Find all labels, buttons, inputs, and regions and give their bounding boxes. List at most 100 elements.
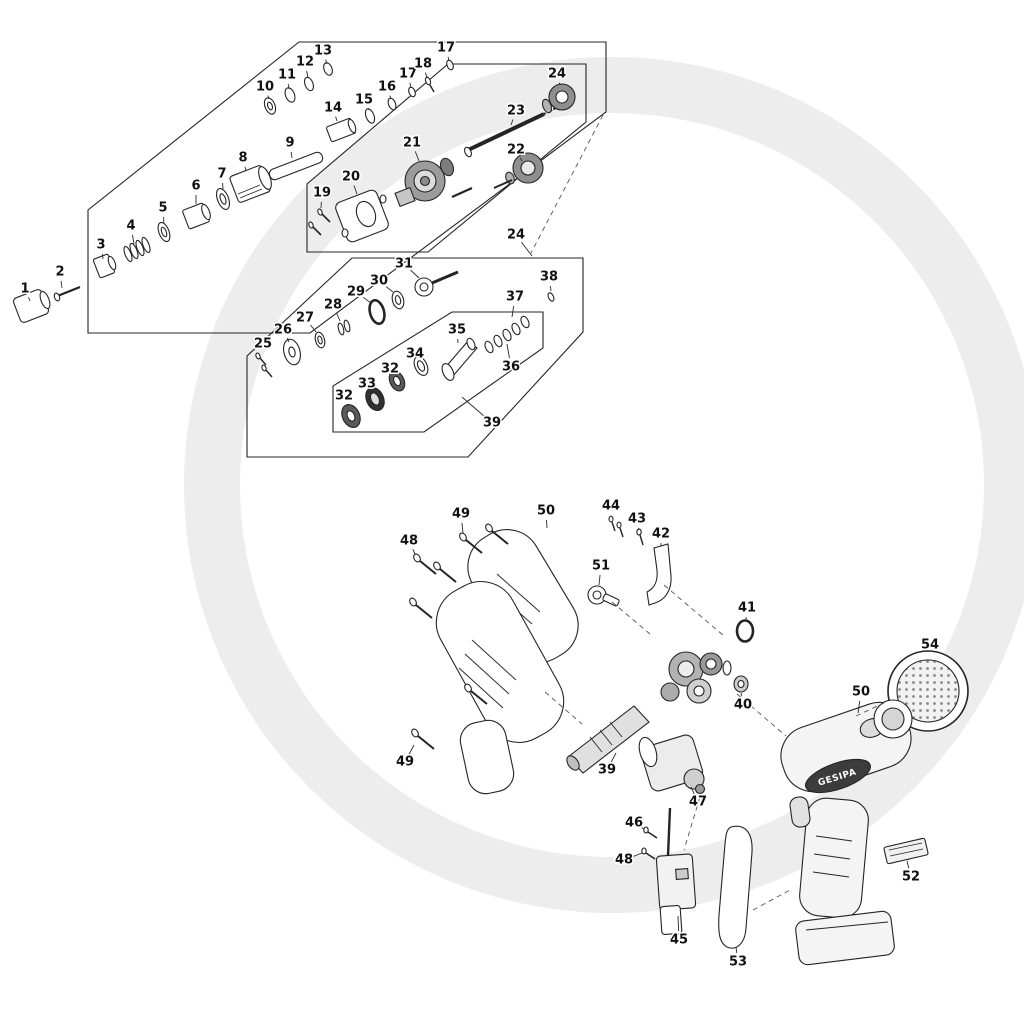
part-label-49: 49	[396, 755, 414, 770]
part-shape	[451, 186, 473, 199]
part-shape	[889, 848, 924, 857]
part-label-46: 46	[625, 816, 643, 831]
part-shape	[419, 282, 429, 292]
part-shape	[39, 290, 51, 310]
part-shape	[543, 107, 557, 115]
construction-line	[683, 796, 701, 851]
part-label-18: 18	[414, 57, 432, 72]
part-label-8: 8	[238, 151, 247, 166]
part-shape	[459, 532, 467, 542]
part-label-2: 2	[55, 265, 64, 280]
part-shape	[364, 108, 376, 124]
part-label-48: 48	[400, 534, 418, 549]
part-shape	[394, 295, 402, 305]
switch-45	[655, 853, 697, 911]
leader-line	[244, 166, 247, 172]
leader-line	[558, 82, 561, 86]
leader-line	[632, 852, 643, 858]
part-shape	[265, 369, 273, 378]
part-label-21: 21	[403, 136, 421, 151]
part-shape	[346, 410, 356, 422]
leader-line	[519, 157, 523, 162]
leader-line	[412, 548, 416, 555]
part-label-4: 4	[126, 219, 135, 234]
part-label-30: 30	[370, 274, 388, 289]
part-shape	[431, 270, 459, 285]
leader-line	[511, 305, 515, 318]
part-shape	[520, 160, 536, 176]
leader-line	[310, 324, 317, 333]
part-shape	[458, 667, 504, 709]
cover-strip-53	[718, 825, 753, 949]
part-shape	[464, 653, 510, 695]
part-shape	[417, 735, 435, 750]
part-label-17: 17	[399, 67, 417, 82]
part-shape	[255, 352, 261, 360]
part-shape	[261, 364, 267, 372]
part-shape	[608, 515, 614, 523]
part-shape	[566, 755, 580, 771]
part-label-47: 47	[689, 795, 707, 810]
leader-line	[414, 151, 420, 162]
part-shape	[268, 151, 324, 181]
leader-line	[610, 752, 617, 763]
upper-inner-box	[306, 63, 587, 253]
part-label-22: 22	[507, 143, 525, 158]
part-shape	[394, 186, 416, 208]
part-shape	[815, 835, 853, 842]
part-label-31: 31	[395, 257, 413, 272]
part-label-52: 52	[902, 870, 920, 885]
part-label-24: 24	[507, 228, 525, 243]
part-shape	[609, 721, 623, 738]
part-shape	[592, 590, 602, 600]
part-shape	[881, 707, 905, 731]
part-shape	[465, 539, 483, 554]
part-shape	[393, 375, 401, 387]
part-label-25: 25	[254, 337, 272, 352]
part-shape	[645, 852, 656, 860]
leader-line	[506, 343, 510, 359]
part-shape	[411, 728, 419, 738]
leader-line	[367, 107, 370, 111]
part-label-50: 50	[537, 504, 555, 519]
part-shape	[368, 298, 386, 326]
leader-line	[353, 185, 358, 195]
part-label-43: 43	[628, 512, 646, 527]
leader-line	[906, 860, 910, 869]
part-shape	[413, 553, 421, 563]
part-shapes-layer	[12, 59, 969, 966]
left-housing-grip	[459, 719, 515, 795]
part-label-7: 7	[217, 167, 226, 182]
trigger	[789, 796, 811, 828]
part-label-16: 16	[378, 80, 396, 95]
left-housing-shell-b	[435, 581, 565, 743]
part-label-39: 39	[483, 416, 501, 431]
part-shape	[415, 604, 433, 619]
leader-line	[267, 95, 270, 100]
construction-line	[544, 691, 583, 725]
construction-line	[530, 114, 604, 254]
leader-line	[677, 915, 680, 932]
part-shape	[511, 322, 521, 336]
part-shape	[496, 573, 541, 613]
part-shape	[638, 736, 658, 768]
part-shape	[484, 340, 494, 354]
part-shape	[693, 685, 705, 697]
leader-line	[410, 269, 420, 279]
part-shape	[722, 660, 732, 676]
part-shape	[589, 736, 603, 753]
part-label-40: 40	[734, 698, 752, 713]
part-shape	[639, 534, 644, 546]
part-label-23: 23	[507, 104, 525, 119]
part-shape	[355, 200, 377, 228]
leader-line	[447, 56, 450, 62]
label-plate-52	[883, 837, 929, 865]
leader-line	[287, 83, 290, 90]
part-shape	[735, 619, 755, 643]
part-shape	[308, 221, 314, 229]
leader-line	[408, 744, 415, 755]
leader-line	[598, 574, 601, 586]
leader-line	[132, 234, 135, 245]
part-shape	[470, 690, 488, 705]
